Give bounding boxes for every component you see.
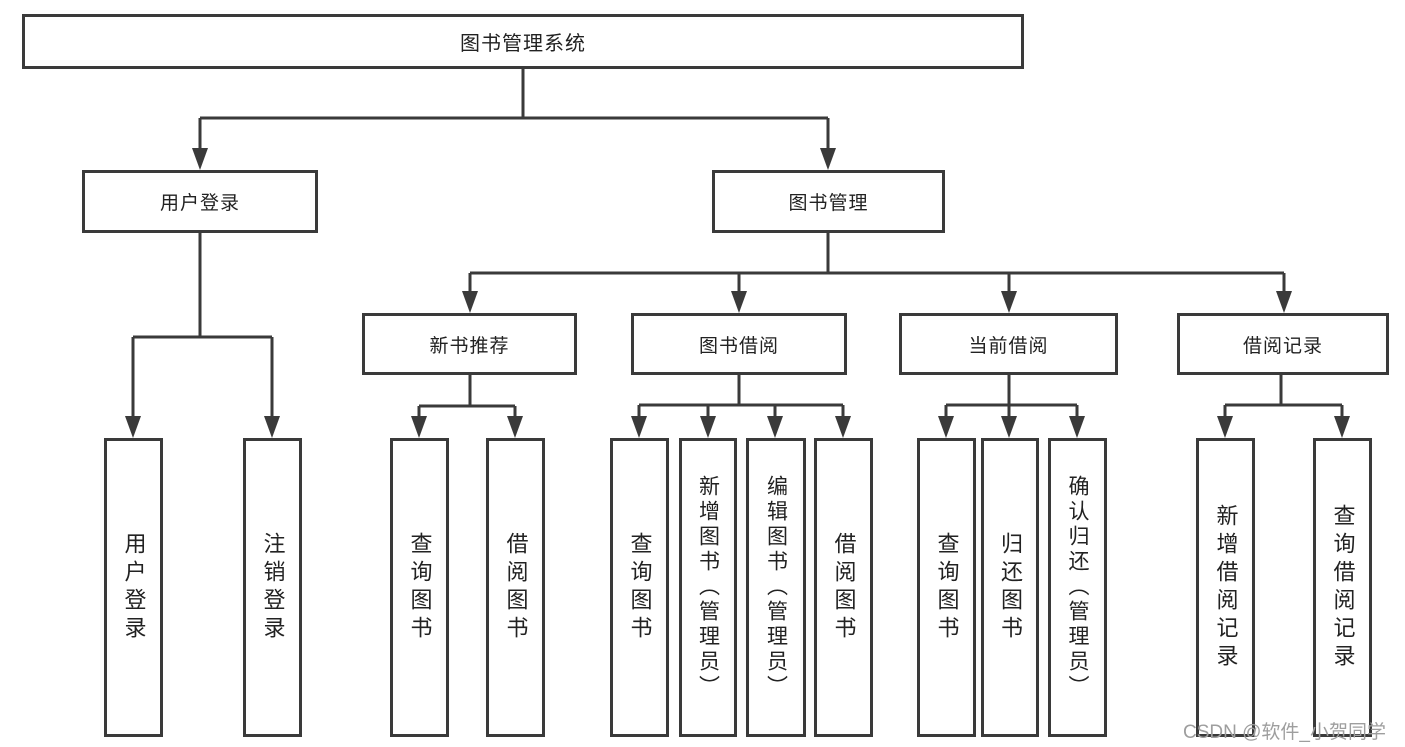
leaf-confirm-return-admin: 确认归还（管理员）	[1048, 438, 1107, 737]
node-new-book-recommend: 新书推荐	[362, 313, 577, 375]
leaf-borrow-book-label: 借阅图书	[831, 531, 857, 644]
leaf-query-book-recommend-label: 查询图书	[407, 531, 433, 644]
connector-login-to-leaves	[131, 233, 274, 418]
node-book-borrow: 图书借阅	[631, 313, 847, 375]
connector-records-to-leaves	[1223, 375, 1344, 418]
connector-current-to-leaves	[944, 375, 1079, 418]
node-borrow-records-label: 借阅记录	[1242, 335, 1323, 357]
leaf-query-book-recommend: 查询图书	[390, 438, 449, 737]
leaf-add-book-admin: 新增图书（管理员）	[679, 438, 737, 737]
connector-mgmt-to-level2	[468, 233, 1286, 293]
leaf-add-book-admin-label: 新增图书（管理员）	[696, 475, 720, 700]
node-book-borrow-label: 图书借阅	[698, 335, 779, 357]
node-current-borrow-label: 当前借阅	[968, 335, 1049, 357]
leaf-query-borrow-record-label: 查询借阅记录	[1330, 503, 1356, 672]
leaf-borrow-book: 借阅图书	[814, 438, 873, 737]
leaf-query-book-current-label: 查询图书	[934, 531, 960, 644]
leaf-query-borrow-record: 查询借阅记录	[1313, 438, 1372, 737]
leaf-borrow-book-recommend-label: 借阅图书	[503, 531, 529, 644]
leaf-borrow-book-recommend: 借阅图书	[486, 438, 545, 737]
leaf-edit-book-admin: 编辑图书（管理员）	[746, 438, 806, 737]
node-current-borrow: 当前借阅	[899, 313, 1118, 375]
leaf-logout-label: 注销登录	[260, 531, 286, 644]
leaf-query-book-borrow-label: 查询图书	[627, 531, 653, 644]
node-root-label: 图书管理系统	[460, 33, 586, 55]
node-root: 图书管理系统	[22, 14, 1024, 69]
leaf-query-book-borrow: 查询图书	[610, 438, 669, 737]
node-user-login-label: 用户登录	[159, 193, 240, 214]
leaf-return-book: 归还图书	[981, 438, 1039, 737]
node-new-book-recommend-label: 新书推荐	[429, 335, 510, 357]
leaf-return-book-label: 归还图书	[998, 531, 1023, 644]
leaf-logout: 注销登录	[243, 438, 302, 737]
node-borrow-records: 借阅记录	[1177, 313, 1389, 375]
node-book-management: 图书管理	[712, 170, 945, 233]
connector-recommend-to-leaves	[417, 375, 517, 418]
leaf-confirm-return-admin-label: 确认归还（管理员）	[1066, 475, 1089, 700]
leaf-user-login-label: 用户登录	[121, 531, 147, 644]
node-user-login: 用户登录	[82, 170, 318, 233]
leaf-query-book-current: 查询图书	[917, 438, 976, 737]
connector-root-to-level1	[198, 69, 830, 150]
leaf-edit-book-admin-label: 编辑图书（管理员）	[764, 475, 788, 700]
connector-borrow-to-leaves	[637, 375, 845, 418]
watermark: CSDN @软件_小贺同学	[1183, 722, 1386, 743]
node-book-management-label: 图书管理	[788, 193, 869, 214]
leaf-add-borrow-record-label: 新增借阅记录	[1213, 503, 1239, 672]
leaf-user-login: 用户登录	[104, 438, 163, 737]
leaf-add-borrow-record: 新增借阅记录	[1196, 438, 1255, 737]
